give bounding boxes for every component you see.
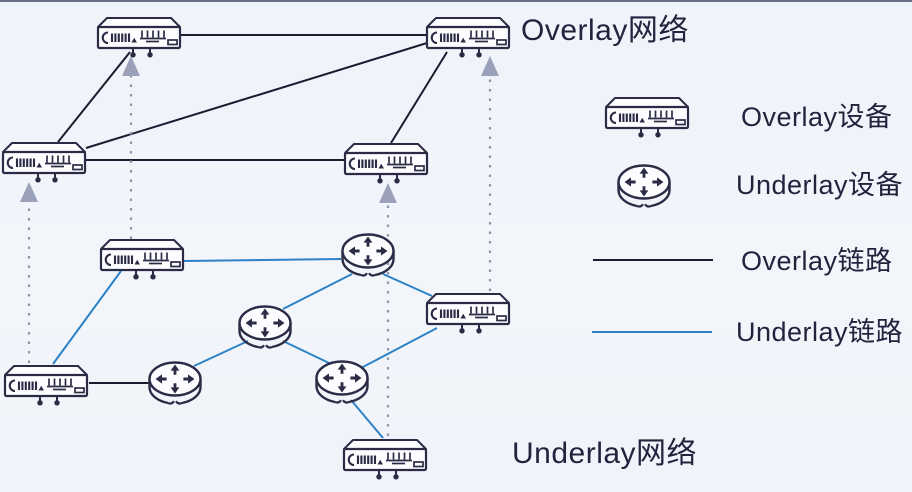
underlay-network-title: Underlay网络 <box>512 437 698 470</box>
underlay-link <box>193 340 249 367</box>
underlay-link <box>183 258 342 262</box>
mapping-arrow-icon <box>379 183 397 203</box>
overlay-switch-mid-right-icon <box>343 142 429 185</box>
overlay-link <box>85 42 428 149</box>
underlay-link <box>52 270 122 365</box>
underlay-router-south-icon <box>315 360 369 404</box>
underlay-link <box>360 327 438 369</box>
underlay-switch-right-icon <box>425 292 511 335</box>
underlay-link <box>382 273 433 297</box>
legend-graphics-layer <box>592 96 713 333</box>
overlay-switch-top-left-icon <box>96 16 182 59</box>
underlay-link <box>282 340 330 364</box>
mapping-arrow-icon <box>20 182 38 202</box>
legend-label-underlay-link: Underlay链路 <box>736 317 904 347</box>
nodes-layer <box>1 16 511 481</box>
overlay-switch-top-right-icon <box>425 16 511 59</box>
underlay-switch-bottom-icon <box>342 438 428 481</box>
overlay-link <box>57 51 131 143</box>
overlay-link <box>390 51 448 144</box>
links-layer <box>20 34 499 439</box>
legend-switch-icon <box>604 96 690 139</box>
underlay-switch-left-icon <box>3 364 89 407</box>
overlay-switch-mid-left-icon <box>1 141 87 184</box>
underlay-router-ne-icon <box>341 233 395 277</box>
legend-router-icon <box>617 164 671 208</box>
legend-label-underlay-device: Underlay设备 <box>736 170 904 200</box>
underlay-switch-top-icon <box>99 238 185 281</box>
mapping-arrow-icon <box>122 56 140 76</box>
underlay-link <box>350 399 384 439</box>
overlay-network-title: Overlay网络 <box>521 14 689 47</box>
mapping-arrow-icon <box>481 56 499 76</box>
legend-label-overlay-link: Overlay链路 <box>741 246 893 276</box>
legend-label-overlay-device: Overlay设备 <box>741 102 893 132</box>
underlay-router-left-icon <box>148 361 202 405</box>
underlay-link <box>282 273 353 310</box>
